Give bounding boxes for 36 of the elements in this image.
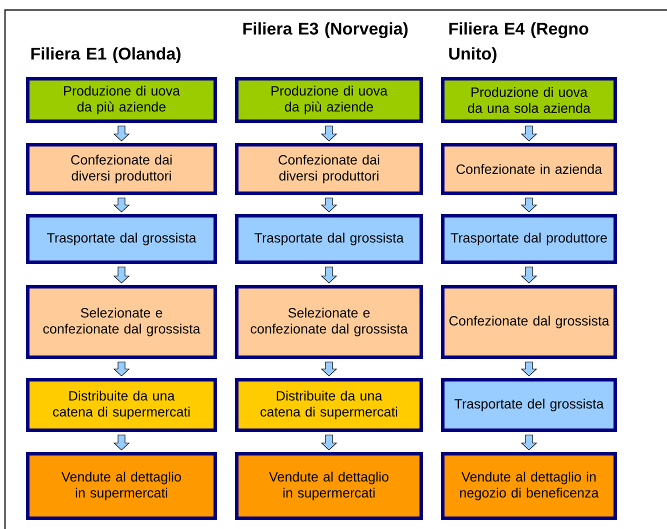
block-arrow — [113, 126, 130, 142]
process-box: Selezionate e confezionate dal grossista — [235, 285, 423, 359]
block-arrow — [520, 266, 538, 284]
process-box: Trasportate del grossista — [441, 378, 617, 432]
process-box: Vendute al dettaglio in supermercati — [26, 452, 217, 520]
process-box: Confezionate dai diversi produttori — [26, 143, 217, 195]
column-heading: Filiera E3 (Norvegia) — [243, 22, 408, 38]
process-box: Confezionate in azienda — [441, 143, 617, 195]
process-box: Distribuite da una catena di supermercati — [26, 378, 217, 432]
block-arrow — [320, 266, 338, 284]
block-arrow — [320, 198, 338, 212]
process-box: Selezionate e confezionate dal grossista — [26, 285, 217, 359]
process-box: Trasportate dal grossista — [26, 214, 217, 264]
block-arrow — [320, 362, 338, 376]
column-heading: Filiera E1 (Olanda) — [31, 47, 180, 64]
block-arrow — [113, 198, 130, 212]
block-arrow — [520, 434, 538, 450]
process-box: Produzione di uova da più aziende — [26, 77, 217, 123]
column-heading: Filiera E4 (Regno Unito) — [449, 22, 588, 64]
process-box: Vendute al dettaglio in supermercati — [235, 452, 423, 520]
process-box: Produzione di uova da più aziende — [235, 77, 423, 123]
process-box: Confezionate dal grossista — [441, 285, 617, 359]
process-box: Trasportate dal produttore — [441, 214, 617, 264]
block-arrow — [113, 266, 130, 284]
process-box: Produzione di uova da una sola azienda — [441, 77, 617, 123]
process-box: Vendute al dettaglio in negozio di beneficenza — [441, 452, 617, 520]
process-box: Distribuite da una catena di supermercati — [235, 378, 423, 432]
block-arrow — [320, 126, 338, 142]
block-arrow — [520, 362, 538, 376]
process-box: Trasportate dal grossista — [235, 214, 423, 264]
block-arrow — [113, 362, 130, 376]
block-arrow — [113, 434, 130, 450]
block-arrow — [320, 434, 338, 450]
block-arrow — [520, 198, 538, 212]
process-box: Confezionate dai diversi produttori — [235, 143, 423, 195]
block-arrow — [520, 126, 538, 142]
